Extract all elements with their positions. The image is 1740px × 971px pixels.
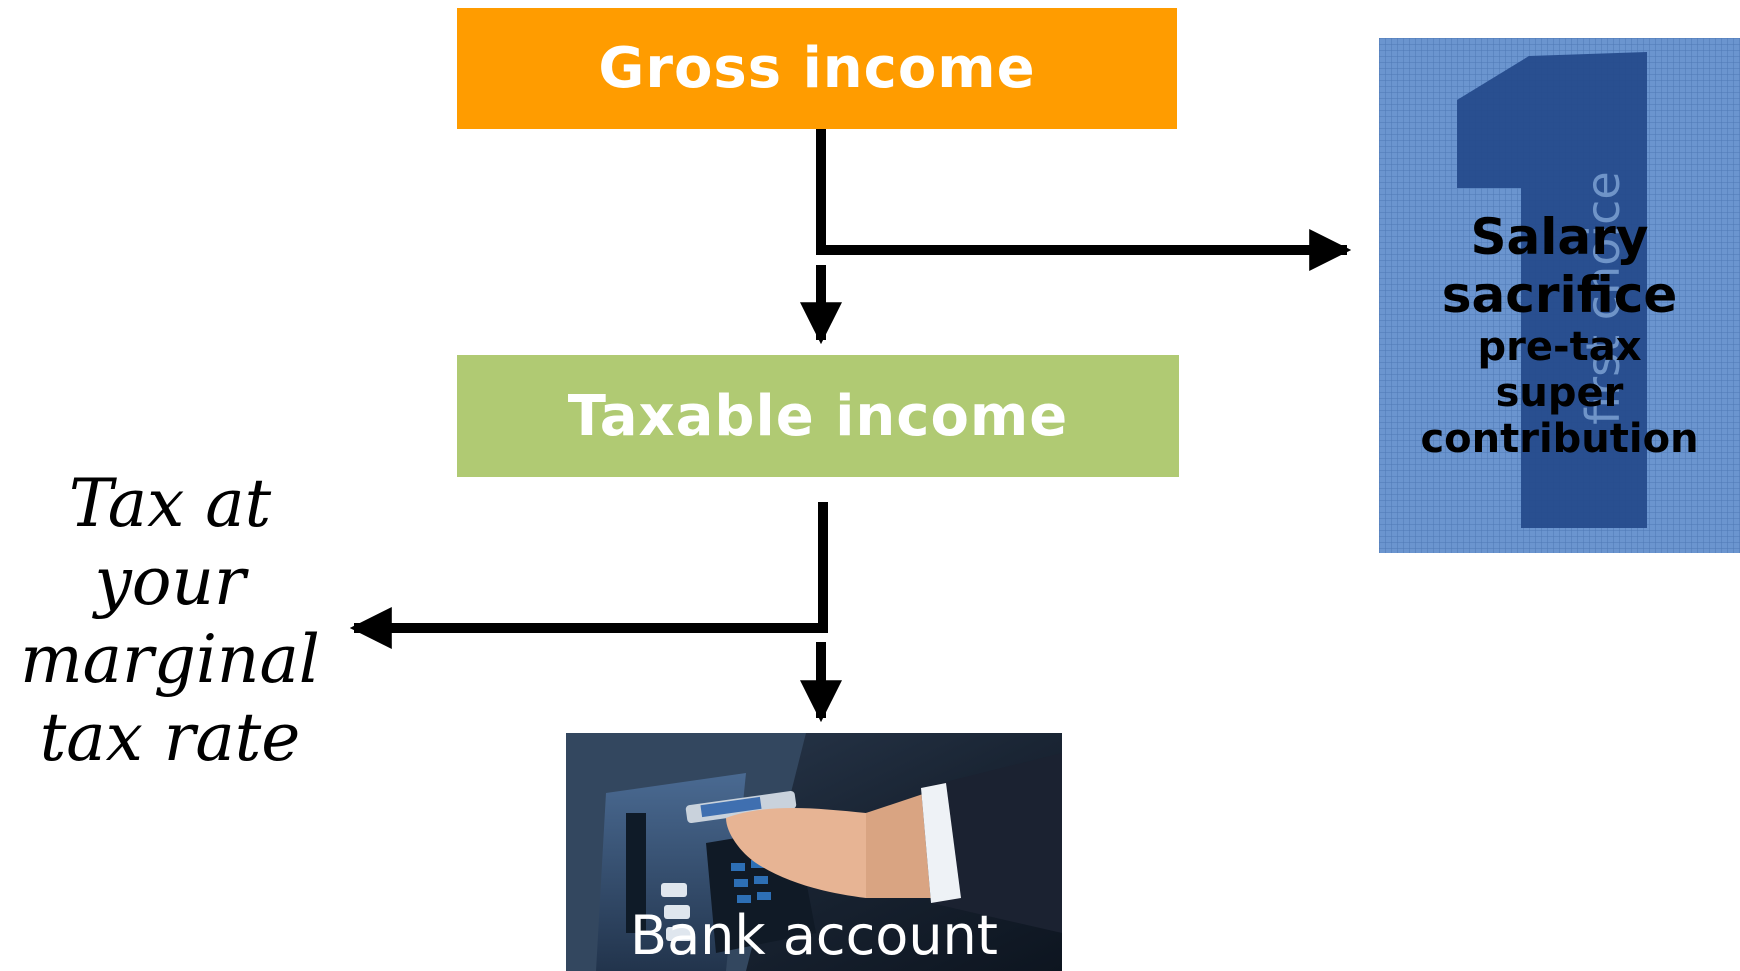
node-taxable-income: Taxable income bbox=[457, 355, 1179, 477]
salary-line-4: super bbox=[1495, 370, 1624, 416]
node-bank-account-label: Bank account bbox=[630, 904, 998, 967]
salary-line-2: sacrifice bbox=[1441, 266, 1678, 324]
node-gross-income-label: Gross income bbox=[598, 36, 1036, 101]
node-bank-account: Bank account bbox=[566, 733, 1062, 971]
node-taxable-income-label: Taxable income bbox=[567, 383, 1069, 449]
salary-line-3: pre-tax bbox=[1477, 324, 1642, 370]
edge-gross-to-salary bbox=[816, 129, 1352, 271]
salary-sacrifice-text: Salary sacrifice pre-tax super contribut… bbox=[1379, 208, 1740, 462]
salary-line-5: contribution bbox=[1420, 416, 1699, 462]
digit-one-shape bbox=[1457, 52, 1647, 528]
salary-line-1: Salary bbox=[1470, 208, 1649, 266]
node-gross-income: Gross income bbox=[457, 8, 1177, 129]
first-choice-badge: first choice bbox=[1379, 38, 1740, 553]
node-tax-marginal-rate: Tax at your marginal tax rate bbox=[20, 465, 320, 776]
atm-photo bbox=[566, 733, 1062, 971]
edge-taxable-to-tax bbox=[349, 502, 828, 649]
badge-vertical-text: first choice bbox=[1576, 171, 1630, 424]
node-salary-sacrifice: first choice Salary sacrifice pre-tax su… bbox=[1379, 38, 1740, 553]
